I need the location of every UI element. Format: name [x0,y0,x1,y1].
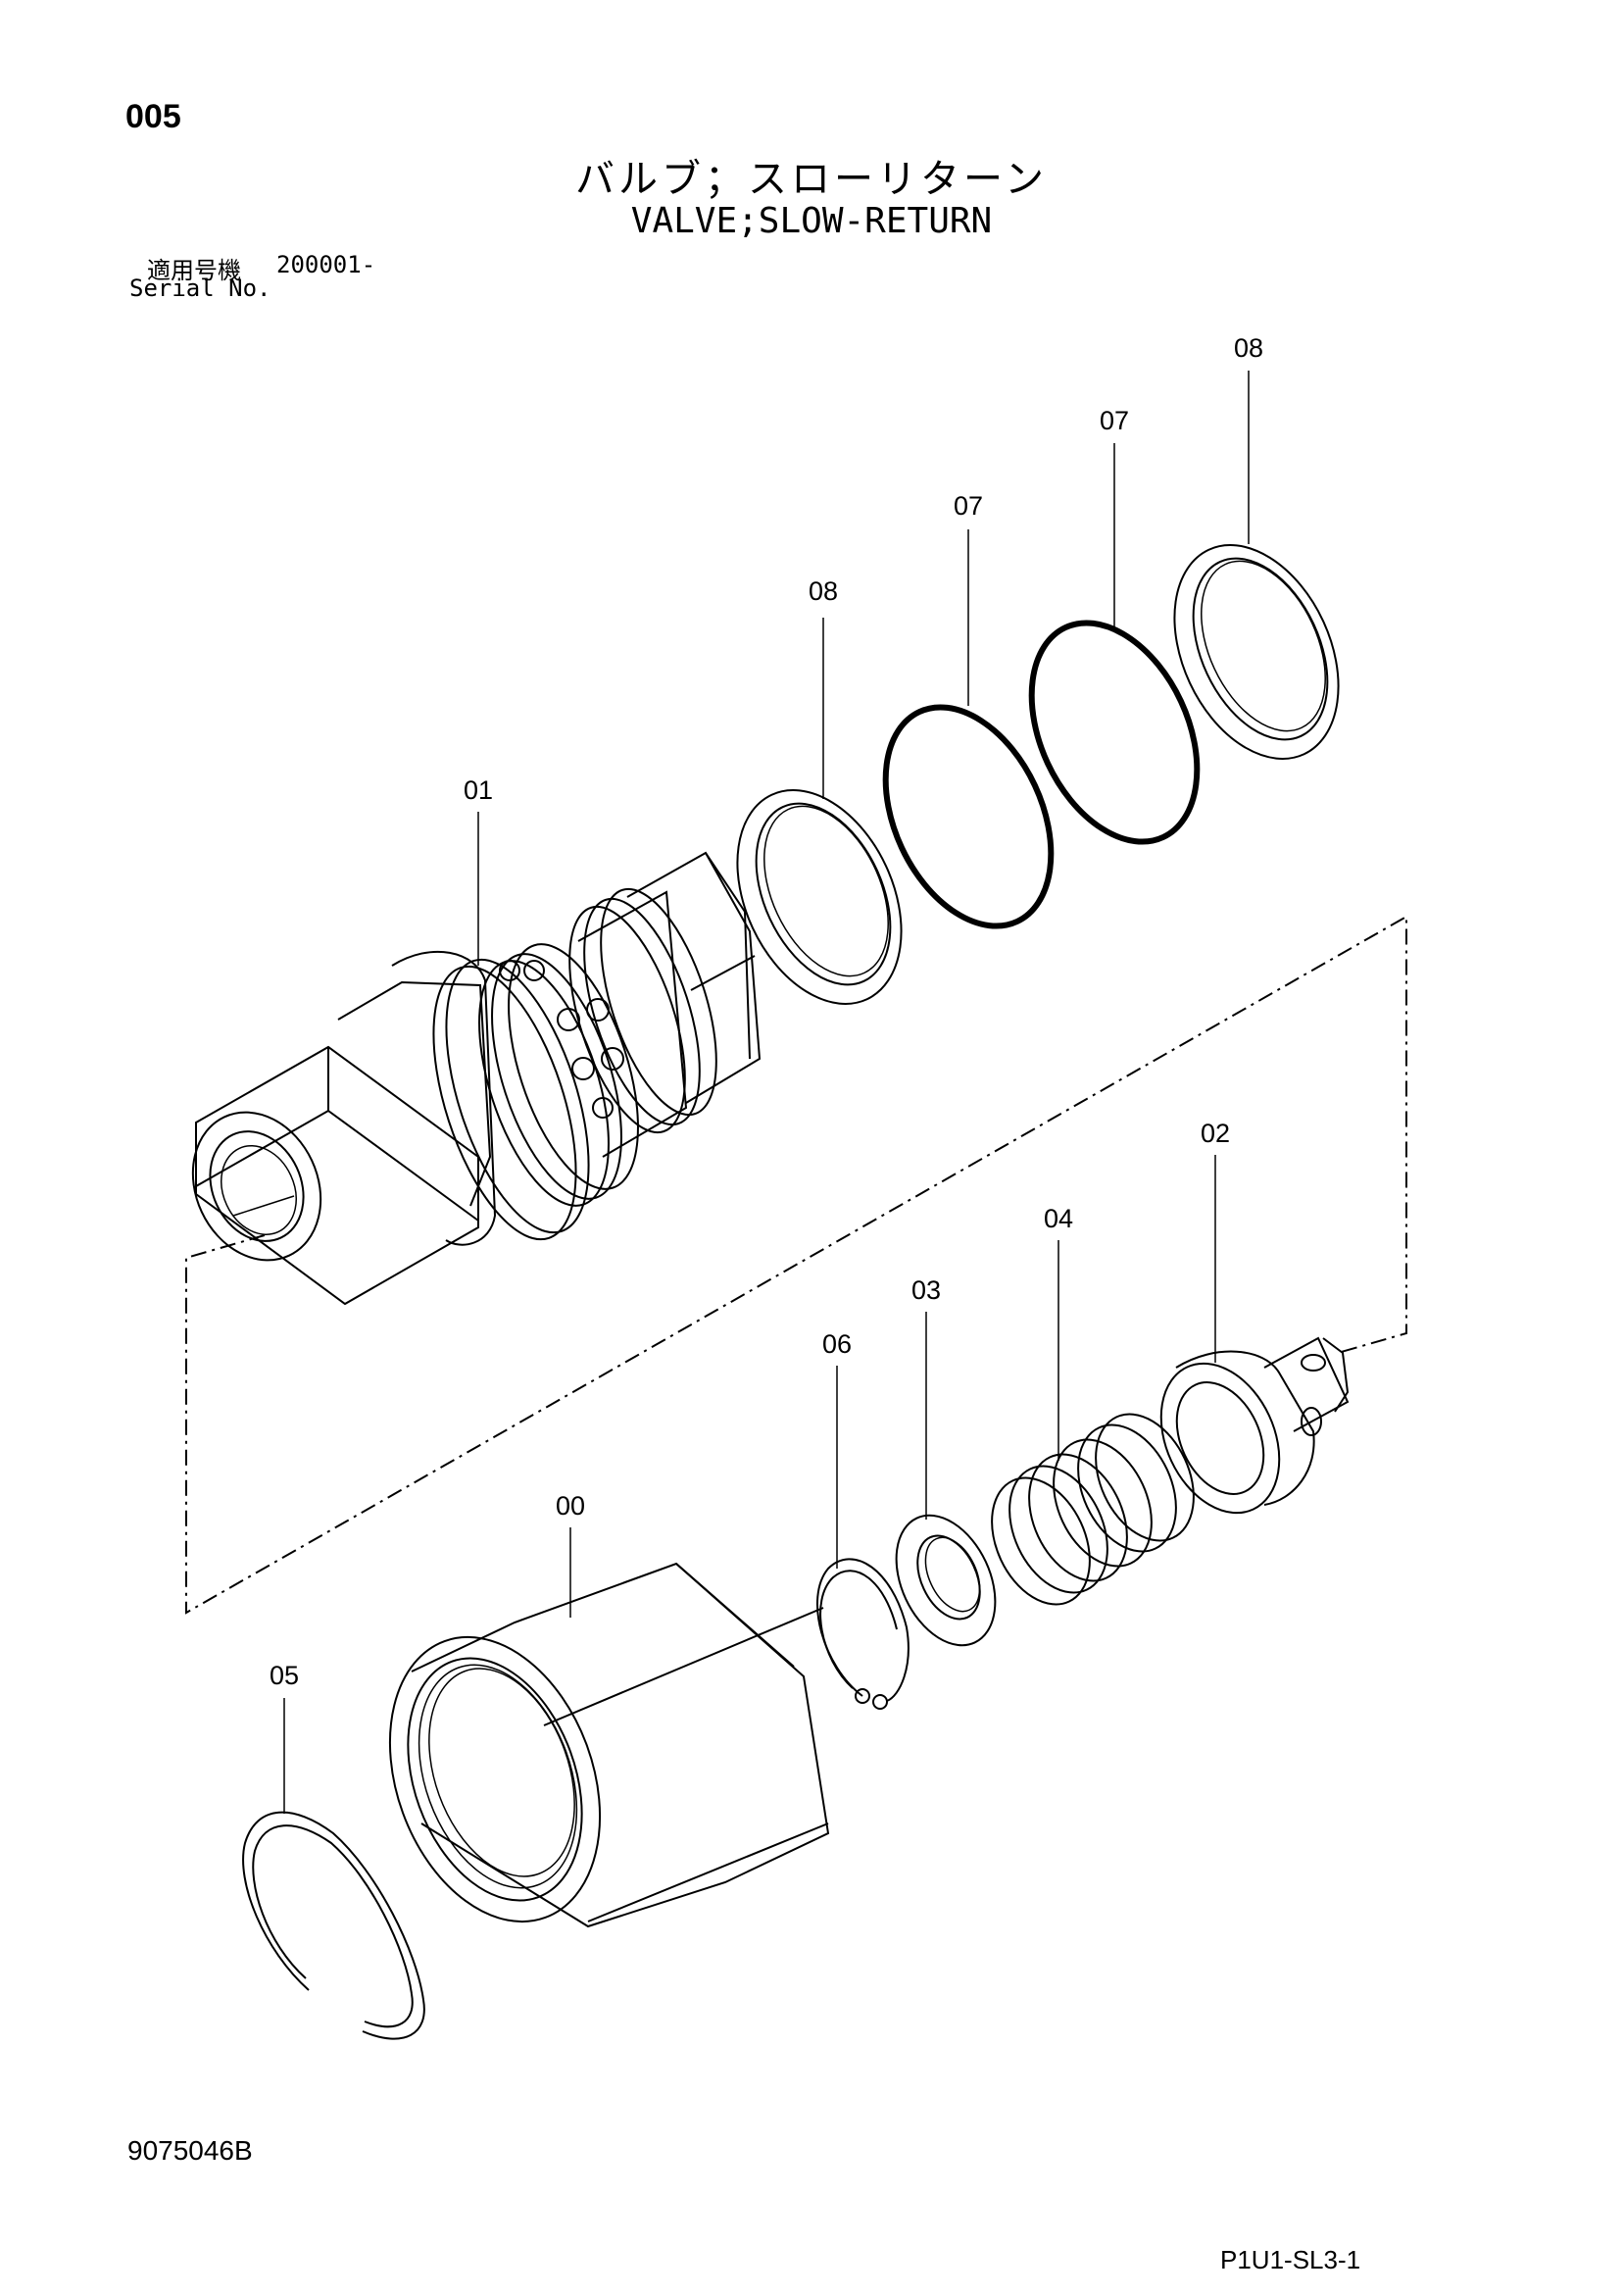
part-00-housing [388,1562,830,1928]
serial-value: 200001- [276,251,376,278]
callout-02: 02 [1201,1119,1230,1148]
part-04-spring [991,1413,1195,1606]
serial-label-english: Serial No. [129,275,271,302]
part-05-retaining-ring [242,1811,425,2040]
part-08-backup-ring-b [1173,544,1340,760]
callout-05: 05 [270,1661,299,1690]
callout-07-a: 07 [954,491,983,521]
callout-07-b: 07 [1100,406,1129,435]
callout-06: 06 [822,1329,852,1359]
part-03-spring-seat [895,1514,997,1647]
part-07-o-ring-a [882,704,1055,929]
title-english: VALVE;SLOW-RETURN [630,201,993,241]
callout-08-b: 08 [1234,333,1263,363]
callout-08-a: 08 [809,576,838,606]
part-08-backup-ring-a [736,789,903,1005]
part-06-snap-ring [815,1558,910,1710]
title-japanese: バルブ；スローリターン [575,157,1048,202]
page-code: P1U1-SL3-1 [1220,2245,1361,2274]
callout-01: 01 [464,775,493,805]
serial-label-japanese: 適用号機 [147,257,241,284]
part-02-poppet [1159,1336,1350,1515]
page-number: 005 [125,98,181,135]
assembly-dash-line [185,915,1407,1615]
callout-03: 03 [911,1275,941,1305]
callout-04: 04 [1044,1204,1073,1233]
leader-lines [283,371,1250,1814]
part-01-valve-body [191,851,762,1306]
drawing-number: 9075046B [127,2135,253,2166]
part-07-o-ring-b [1028,620,1201,845]
callout-00: 00 [556,1491,585,1521]
